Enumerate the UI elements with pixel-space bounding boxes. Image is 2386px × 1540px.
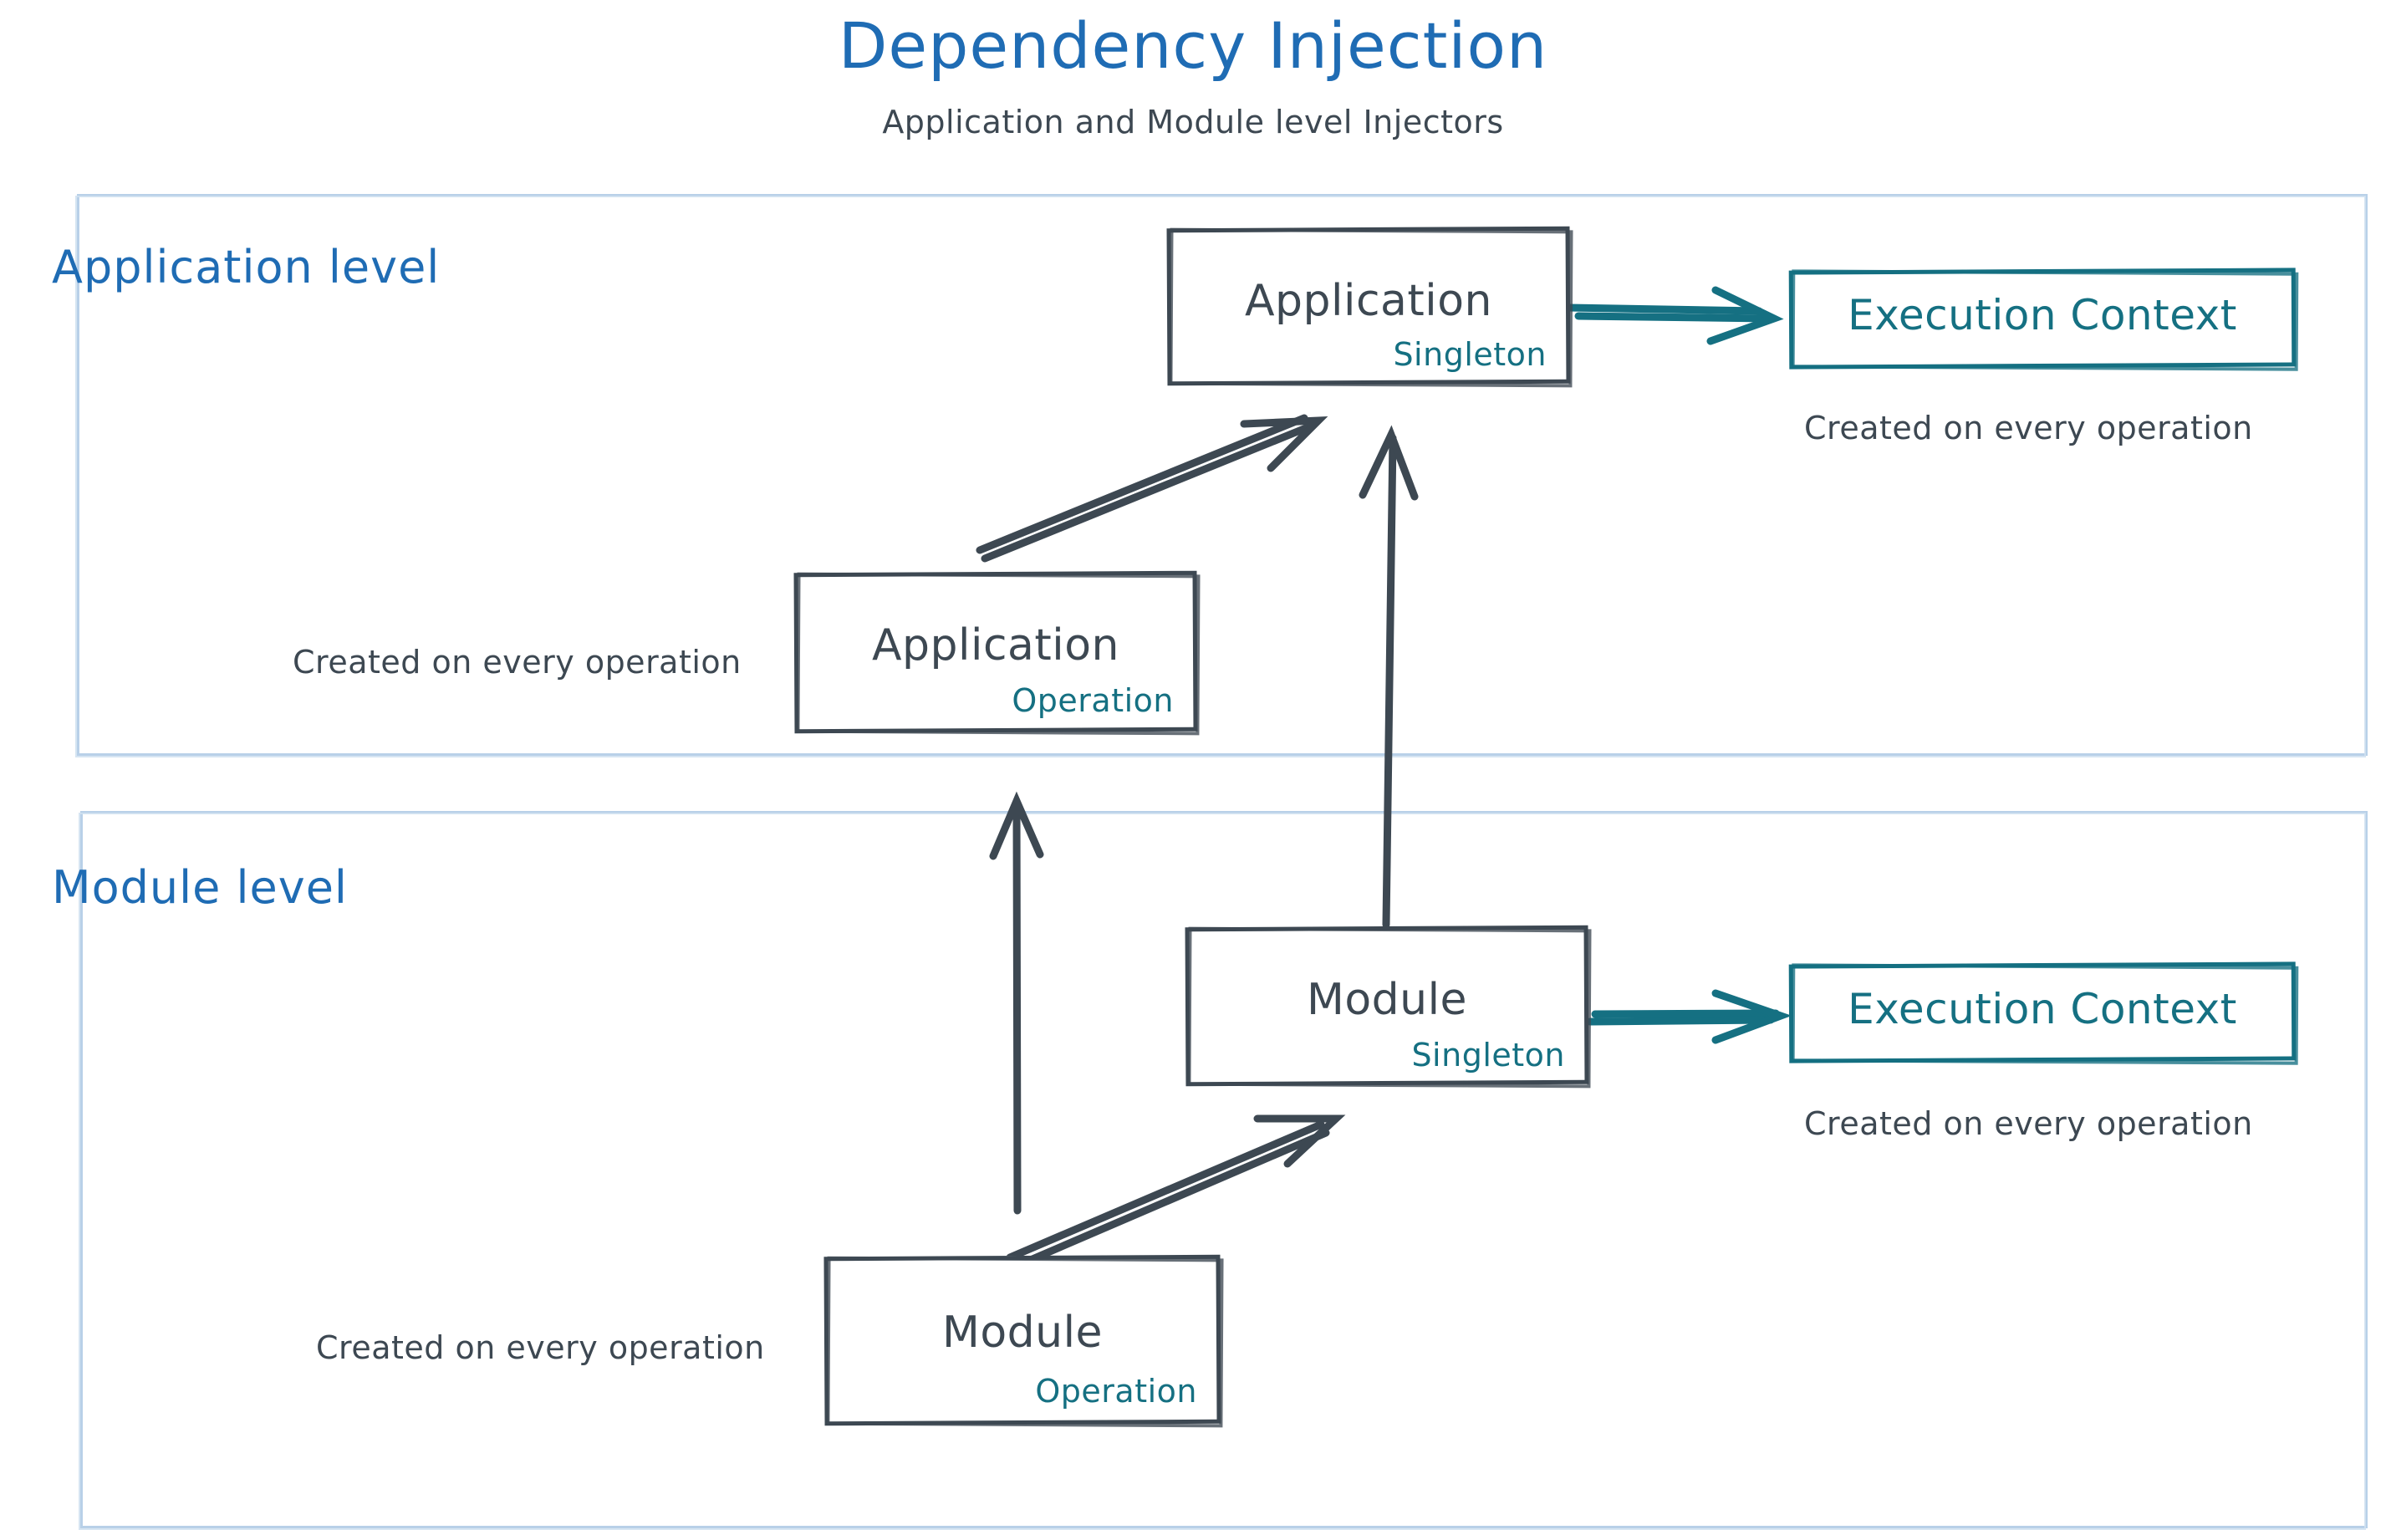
node-title: Module [1306,975,1468,1025]
node-title: Execution Context [1848,291,2237,339]
page-subtitle: Application and Module level Injectors [882,104,1504,140]
page-title: Dependency Injection [838,8,1548,83]
node-execution-context-module[interactable]: Execution Context [1788,961,2299,1065]
node-module-singleton[interactable]: Module Singleton [1185,925,1592,1089]
node-title: Module [941,1308,1104,1358]
application-level-label: Application level [52,241,441,293]
node-title: Application [871,620,1120,671]
node-module-operation[interactable]: Module Operation [823,1254,1224,1428]
node-scope-badge: Singleton [1411,1037,1565,1073]
node-execution-context-application[interactable]: Execution Context [1788,268,2299,371]
node-scope-badge: Operation [1012,682,1174,719]
node-title: Execution Context [1848,985,2237,1033]
module-level-label: Module level [52,861,348,914]
node-application-singleton[interactable]: Application Singleton [1166,226,1573,388]
node-scope-badge: Singleton [1393,336,1547,373]
caption-application-operation: Created on every operation [293,644,742,681]
caption-execution-context-module: Created on every operation [1804,1105,2253,1142]
module-level-container [79,811,2368,1530]
caption-execution-context-application: Created on every operation [1804,410,2253,446]
node-application-operation[interactable]: Application Operation [793,570,1201,736]
caption-module-operation: Created on every operation [316,1329,765,1366]
node-title: Application [1244,276,1493,326]
node-scope-badge: Operation [1035,1373,1197,1410]
